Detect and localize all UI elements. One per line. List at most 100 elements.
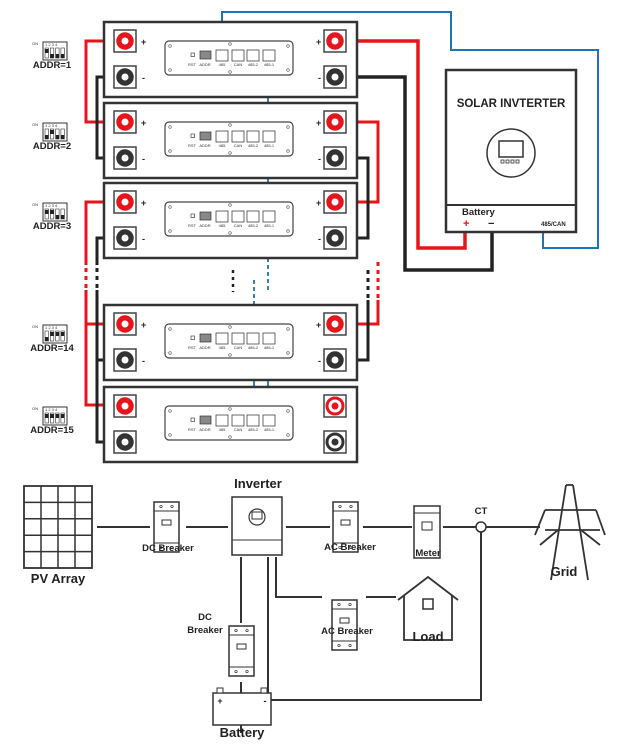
terminal-center [331,73,339,81]
dip-knob [50,414,54,418]
screw [286,149,290,153]
dip-on-label: ON [32,324,38,329]
addr-dip-switch [199,415,212,425]
port-label: CAN [234,223,243,228]
meter-icon [413,505,441,559]
ac-breaker-load-label: AC Breaker [321,626,373,637]
screw [286,205,290,209]
minus-label: - [318,356,321,366]
breaker-switch-icon [236,643,247,650]
port-485 [215,210,229,223]
dip-switch-icon: ON 1 2 3 4 [32,202,68,222]
screw [228,435,232,439]
port-label: ADDR [199,427,210,432]
reset-button [190,52,195,57]
reset-button [190,335,195,340]
screw [168,44,172,48]
screw [286,327,290,331]
port-label: 485-1 [264,345,275,350]
battery-terminal-label: Battery [462,207,495,218]
control-panel [164,121,294,157]
terminal-center [121,320,129,328]
dip-knob [50,210,54,214]
meter-label: Meter [415,548,441,559]
house-window [422,598,434,610]
minus-label: - [142,234,145,244]
dip-knob [60,332,65,336]
terminal-center [121,37,129,45]
screw [168,327,172,331]
inverter-plus-label: + [463,218,469,230]
load-label: Load [412,629,443,644]
inverter-display [248,508,266,526]
dip-knob [60,215,65,219]
port-label: 485-1 [264,143,275,148]
breaker-screw [170,545,174,550]
port-label: ADDR [199,345,210,350]
dip-knob [55,54,60,58]
screw [168,205,172,209]
battery-post [216,687,224,694]
dip-on-label: ON [32,202,38,207]
terminal-center [331,198,339,206]
terminal-center [331,154,339,162]
tower-strut [539,529,559,546]
terminal-center [331,234,339,242]
inverter-minus-label: − [488,218,494,230]
addr-dip-switch [199,50,212,60]
tower-strut [550,484,567,581]
screw [286,68,290,72]
dc-breaker-battery-label: DC [198,612,212,623]
screw [168,229,172,233]
dip-numbers: 1 2 3 4 [45,203,58,208]
plus-label: + [316,118,321,128]
port-label: 485-2 [248,62,259,67]
port-485-1 [262,414,276,427]
screw [286,125,290,129]
port-label: ADDR [199,143,210,148]
screw [168,125,172,129]
port-CAN [231,210,245,223]
dip-knob [45,49,49,53]
solar-inverter: SOLAR INVTERTER Battery + − 485/CAN [444,68,578,234]
reset-button [190,213,195,218]
dip-knob [55,215,60,219]
screw [228,123,232,127]
dip-on-label: ON [32,41,38,46]
screw [168,409,172,413]
port-485-2 [246,210,260,223]
port-label: 485 [219,62,226,67]
breaker-screw [234,628,238,633]
screw [286,409,290,413]
dip-knob [55,332,60,336]
port-label: CAN [234,62,243,67]
plus-label: + [141,320,146,330]
breaker-screw [337,643,341,648]
reset-button [190,133,195,138]
minus-label: - [142,356,145,366]
comm-cable-inverter [221,11,599,249]
grid-tower-icon [534,484,606,581]
port-485 [215,414,229,427]
meter-display [421,521,433,531]
dip-knob [45,135,49,139]
reset-button [190,417,195,422]
screw [168,351,172,355]
terminal-center [331,320,339,328]
house-walls [403,596,453,641]
dip-knob [50,130,54,134]
pv-array-label: PV Array [31,571,86,586]
terminal-center [331,402,339,410]
dip-knob [60,414,65,418]
port-label: 485 [219,223,226,228]
dip-knob [50,54,54,58]
screw [168,433,172,437]
breaker-screw [245,628,249,633]
terminal-center [121,356,129,364]
dip-numbers: 1 2 3 4 [45,123,58,128]
